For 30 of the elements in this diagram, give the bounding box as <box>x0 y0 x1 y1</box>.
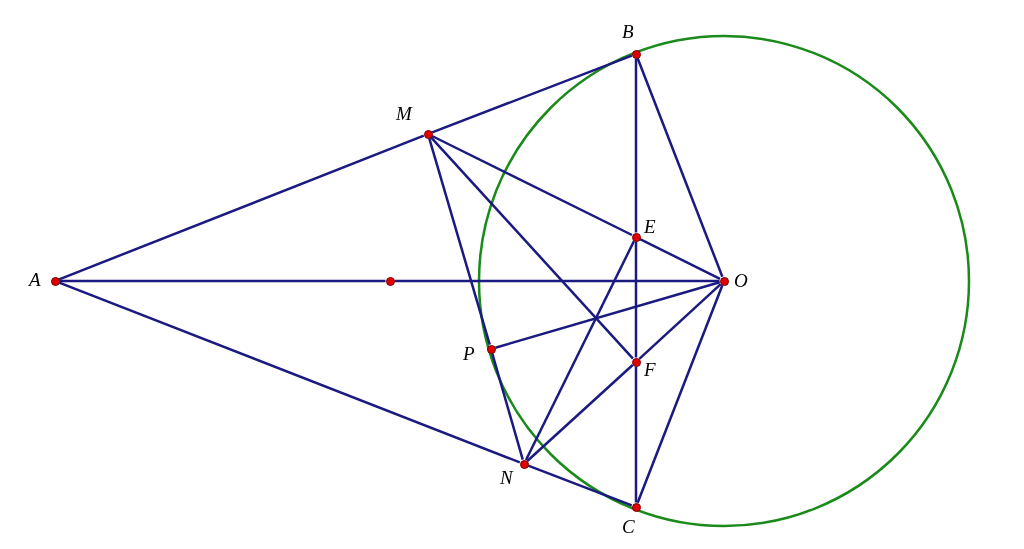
line-segment <box>634 366 638 503</box>
point-marker <box>385 276 395 286</box>
line-segment <box>58 281 521 464</box>
line-segment <box>431 134 633 237</box>
line-segment <box>430 136 634 360</box>
line-segment <box>636 57 724 278</box>
point-marker <box>423 129 433 139</box>
line-segment <box>634 241 638 358</box>
line-segment <box>524 240 636 461</box>
point-marker <box>519 459 529 469</box>
point-marker <box>631 357 641 367</box>
line-segment <box>527 464 633 507</box>
line-segment <box>526 364 634 462</box>
line-segment <box>431 54 633 134</box>
line-segment <box>638 283 722 360</box>
point-marker <box>631 502 641 512</box>
line-segment <box>58 134 425 281</box>
line-segment <box>634 58 638 233</box>
point-marker <box>631 232 641 242</box>
point-marker <box>486 344 496 354</box>
line-segment <box>394 279 720 283</box>
line-segment <box>636 284 724 504</box>
point-marker <box>719 276 729 286</box>
point-marker <box>50 276 60 286</box>
line-segment <box>428 137 491 346</box>
line-segment <box>494 281 721 349</box>
point-marker <box>631 49 641 59</box>
line-segment <box>639 237 721 281</box>
line-segment <box>59 279 386 283</box>
line-segment <box>491 353 524 460</box>
